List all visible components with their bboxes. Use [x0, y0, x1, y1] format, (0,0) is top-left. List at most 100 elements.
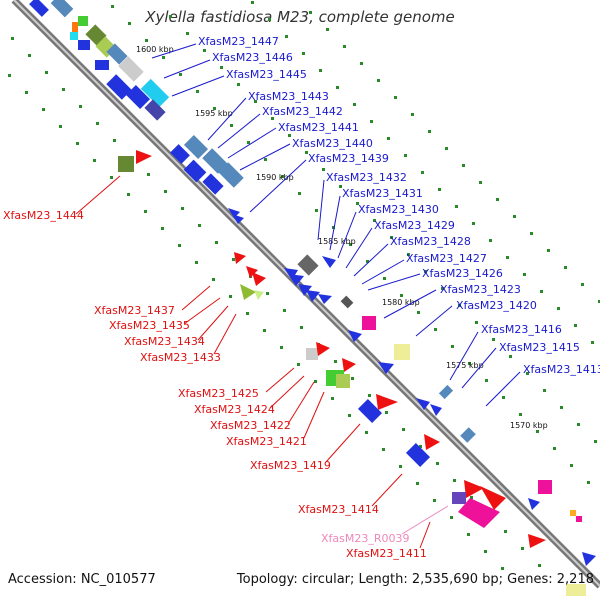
gene-label-XfasM23_1415[interactable]: XfasM23_1415 [499, 341, 580, 354]
gene-label-XfasM23_1444[interactable]: XfasM23_1444 [3, 209, 84, 222]
leader-line [197, 305, 229, 341]
guide-dot [462, 164, 465, 167]
gene-feature[interactable] [416, 398, 430, 410]
gene-label-XfasM23_1445[interactable]: XfasM23_1445 [226, 68, 307, 81]
gene-label-XfasM23_1447[interactable]: XfasM23_1447 [198, 35, 279, 48]
gene-label-XfasM23_1426[interactable]: XfasM23_1426 [422, 267, 503, 280]
gene-feature[interactable] [576, 516, 582, 522]
gene-feature[interactable] [318, 294, 332, 304]
gene-label-XfasM23_1437[interactable]: XfasM23_1437 [94, 304, 175, 317]
gene-feature[interactable] [376, 394, 398, 410]
gene-feature[interactable] [322, 256, 336, 268]
gene-label-XfasM23_1433[interactable]: XfasM23_1433 [140, 351, 221, 364]
gene-label-XfasM23_1422[interactable]: XfasM23_1422 [210, 419, 291, 432]
gene-feature[interactable] [306, 290, 320, 302]
gene-feature[interactable] [538, 480, 552, 494]
gene-feature[interactable] [118, 156, 134, 172]
gene-label-XfasM23_1416[interactable]: XfasM23_1416 [481, 323, 562, 336]
gene-feature[interactable] [106, 43, 128, 65]
gene-feature[interactable] [218, 162, 244, 188]
gene-feature[interactable] [298, 284, 312, 296]
gene-feature[interactable] [170, 144, 190, 164]
gene-feature[interactable] [336, 374, 350, 388]
gene-feature[interactable] [342, 358, 356, 372]
gene-label-XfasM23_1424[interactable]: XfasM23_1424 [194, 403, 275, 416]
gene-feature[interactable] [252, 272, 266, 286]
gene-feature[interactable] [144, 99, 166, 121]
gene-feature[interactable] [284, 268, 298, 280]
gene-feature[interactable] [316, 342, 330, 356]
gene-feature[interactable] [78, 16, 88, 26]
gene-label-XfasM23_1431[interactable]: XfasM23_1431 [342, 187, 423, 200]
gene-feature[interactable] [480, 486, 506, 510]
gene-feature[interactable] [136, 150, 152, 164]
gene-feature[interactable] [70, 32, 78, 40]
gene-feature[interactable] [85, 24, 107, 46]
gene-label-XfasM23_1439[interactable]: XfasM23_1439 [308, 152, 389, 165]
gene-feature[interactable] [458, 498, 500, 528]
gene-label-XfasM23_1414[interactable]: XfasM23_1414 [298, 503, 379, 516]
gene-label-XfasM23_1427[interactable]: XfasM23_1427 [406, 252, 487, 265]
gene-label-XfasM23_R0039[interactable]: XfasM23_R0039 [321, 532, 410, 545]
gene-feature[interactable] [297, 254, 319, 276]
gene-feature[interactable] [464, 480, 484, 498]
gene-feature[interactable] [183, 159, 207, 183]
gene-feature[interactable] [306, 348, 318, 360]
gene-feature[interactable] [340, 295, 354, 309]
gene-feature[interactable] [95, 60, 109, 70]
gene-feature[interactable] [202, 148, 228, 174]
gene-label-XfasM23_1413[interactable]: XfasM23_1413 [523, 363, 600, 376]
gene-feature[interactable] [378, 362, 394, 374]
gene-label-XfasM23_1446[interactable]: XfasM23_1446 [212, 51, 293, 64]
gene-feature[interactable] [460, 427, 476, 443]
gene-feature[interactable] [254, 290, 264, 300]
gene-feature[interactable] [452, 492, 466, 504]
gene-feature[interactable] [240, 284, 256, 300]
gene-feature[interactable] [183, 134, 209, 160]
gene-feature[interactable] [582, 552, 596, 566]
gene-label-XfasM23_1428[interactable]: XfasM23_1428 [390, 235, 471, 248]
gene-feature[interactable] [430, 404, 442, 416]
gene-label-XfasM23_1442[interactable]: XfasM23_1442 [262, 105, 343, 118]
gene-feature[interactable] [72, 22, 78, 32]
guide-dot [251, 1, 254, 4]
gene-feature[interactable] [348, 330, 362, 342]
gene-feature[interactable] [438, 384, 454, 400]
gene-feature[interactable] [288, 274, 304, 286]
gene-feature[interactable] [232, 214, 244, 224]
gene-feature[interactable] [234, 252, 246, 264]
gene-feature[interactable] [228, 208, 240, 218]
gene-label-XfasM23_1420[interactable]: XfasM23_1420 [456, 299, 537, 312]
gene-label-XfasM23_1423[interactable]: XfasM23_1423 [440, 283, 521, 296]
gene-label-XfasM23_1419[interactable]: XfasM23_1419 [250, 459, 331, 472]
gene-feature[interactable] [566, 584, 586, 596]
gene-feature[interactable] [424, 434, 440, 450]
gene-feature[interactable] [394, 344, 410, 360]
gene-label-XfasM23_1443[interactable]: XfasM23_1443 [248, 90, 329, 103]
gene-label-XfasM23_1435[interactable]: XfasM23_1435 [109, 319, 190, 332]
gene-feature[interactable] [50, 0, 74, 18]
gene-feature[interactable] [202, 173, 224, 195]
leader-line [171, 75, 225, 97]
gene-feature[interactable] [29, 0, 49, 17]
gene-feature[interactable] [125, 84, 151, 110]
gene-feature[interactable] [405, 442, 431, 468]
gene-feature[interactable] [106, 74, 132, 100]
gene-label-XfasM23_1441[interactable]: XfasM23_1441 [278, 121, 359, 134]
gene-feature[interactable] [118, 56, 144, 82]
gene-label-XfasM23_1429[interactable]: XfasM23_1429 [374, 219, 455, 232]
gene-feature[interactable] [78, 40, 90, 50]
gene-feature[interactable] [528, 534, 546, 548]
gene-feature[interactable] [140, 78, 170, 108]
gene-label-XfasM23_1432[interactable]: XfasM23_1432 [326, 171, 407, 184]
gene-feature[interactable] [362, 316, 376, 330]
gene-label-XfasM23_1440[interactable]: XfasM23_1440 [292, 137, 373, 150]
gene-label-XfasM23_1434[interactable]: XfasM23_1434 [124, 335, 205, 348]
gene-feature[interactable] [357, 398, 383, 424]
gene-label-XfasM23_1411[interactable]: XfasM23_1411 [346, 547, 427, 560]
gene-label-XfasM23_1430[interactable]: XfasM23_1430 [358, 203, 439, 216]
gene-label-XfasM23_1425[interactable]: XfasM23_1425 [178, 387, 259, 400]
gene-label-XfasM23_1421[interactable]: XfasM23_1421 [226, 435, 307, 448]
gene-feature[interactable] [528, 498, 540, 510]
gene-feature[interactable] [570, 510, 576, 516]
